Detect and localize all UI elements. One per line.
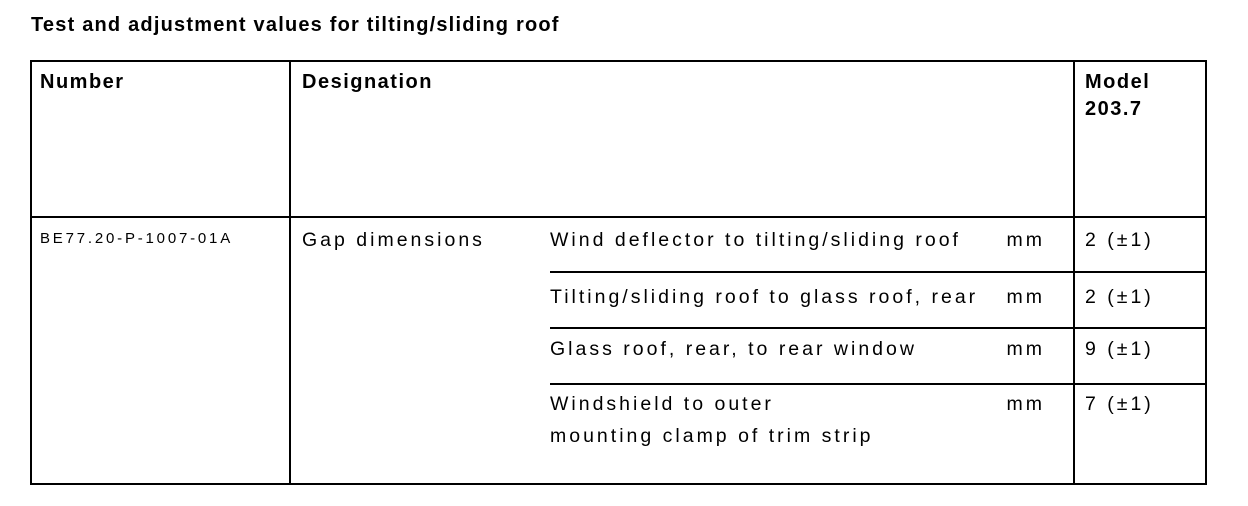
value-cell: 7 (±1) — [1075, 383, 1205, 483]
table-body-row: BE77.20-P-1007-01A Gap dimensions Wind d… — [32, 218, 1205, 483]
gap-dimensions-label: Gap dimensions — [302, 229, 485, 251]
subrow-unit: mm — [1006, 338, 1045, 360]
subrow-description: Glass roof, rear, to rear window — [550, 333, 1007, 365]
document-number: BE77.20-P-1007-01A — [40, 230, 233, 247]
header-model-label: Model — [1085, 71, 1151, 93]
test-values-table: Number Designation Model 203.7 BE77.20-P… — [30, 60, 1207, 485]
cell-designation: Gap dimensions Wind deflector to tilting… — [291, 218, 1075, 483]
designation-subrows: Wind deflector to tilting/sliding roof m… — [550, 218, 1073, 483]
header-cell-designation: Designation — [291, 62, 1075, 216]
header-number-label: Number — [40, 71, 125, 93]
subrow-roof-to-glass: Tilting/sliding roof to glass roof, rear… — [550, 271, 1073, 327]
table-header-row: Number Designation Model 203.7 — [32, 62, 1205, 218]
subrow-description-line2: mounting clamp of trim strip — [550, 425, 874, 447]
subrow-unit: mm — [1006, 286, 1045, 308]
header-designation-label: Designation — [302, 71, 433, 93]
subrow-unit: mm — [1006, 229, 1045, 251]
subrow-windshield-clamp: Windshield to outer mounting clamp of tr… — [550, 383, 1073, 483]
header-model-code: 203.7 — [1085, 98, 1143, 120]
header-cell-number: Number — [32, 62, 291, 216]
cell-model-values: 2 (±1) 2 (±1) 9 (±1) 7 (±1) — [1075, 218, 1205, 483]
subrow-description-line1: Windshield to outer — [550, 393, 774, 415]
subrow-unit: mm — [1006, 393, 1045, 415]
subrow-description-line1: Tilting/sliding roof to glass roof, rear — [550, 286, 979, 308]
subrow-description: Wind deflector to tilting/sliding roof — [550, 224, 1007, 256]
subrow-description-line1: Glass roof, rear, to rear window — [550, 338, 917, 360]
header-cell-model: Model 203.7 — [1075, 62, 1205, 216]
value-cell: 2 (±1) — [1085, 229, 1154, 251]
page-title: Test and adjustment values for tilting/s… — [31, 14, 560, 36]
value-cell: 9 (±1) — [1075, 327, 1205, 383]
subrow-description: Windshield to outer mounting clamp of tr… — [550, 388, 1007, 452]
subrow-description: Tilting/sliding roof to glass roof, rear — [550, 281, 1007, 313]
value-cell: 2 (±1) — [1075, 271, 1205, 327]
cell-number: BE77.20-P-1007-01A — [32, 218, 291, 483]
subrow-glass-to-window: Glass roof, rear, to rear window mm — [550, 327, 1073, 383]
subrow-description-line1: Wind deflector to tilting/sliding roof — [550, 229, 961, 251]
subrow-wind-deflector: Wind deflector to tilting/sliding roof m… — [550, 218, 1073, 271]
